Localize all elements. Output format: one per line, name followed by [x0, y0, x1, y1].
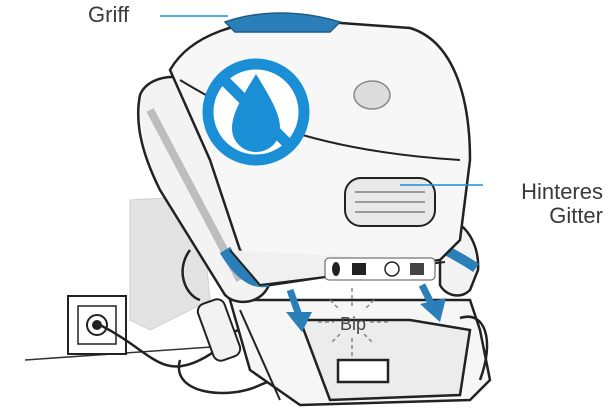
label-griff: Griff — [88, 3, 129, 27]
power-outlet-icon — [68, 296, 126, 354]
handle — [225, 13, 340, 32]
label-bip: Bip — [340, 314, 366, 335]
label-hinteres-line2: Gitter — [521, 204, 603, 228]
no-water-icon — [208, 64, 304, 160]
label-hinteres-gitter: Hinteres Gitter — [521, 180, 603, 228]
status-button — [354, 81, 390, 109]
control-strip — [325, 258, 435, 280]
label-hinteres-line1: Hinteres — [521, 180, 603, 204]
